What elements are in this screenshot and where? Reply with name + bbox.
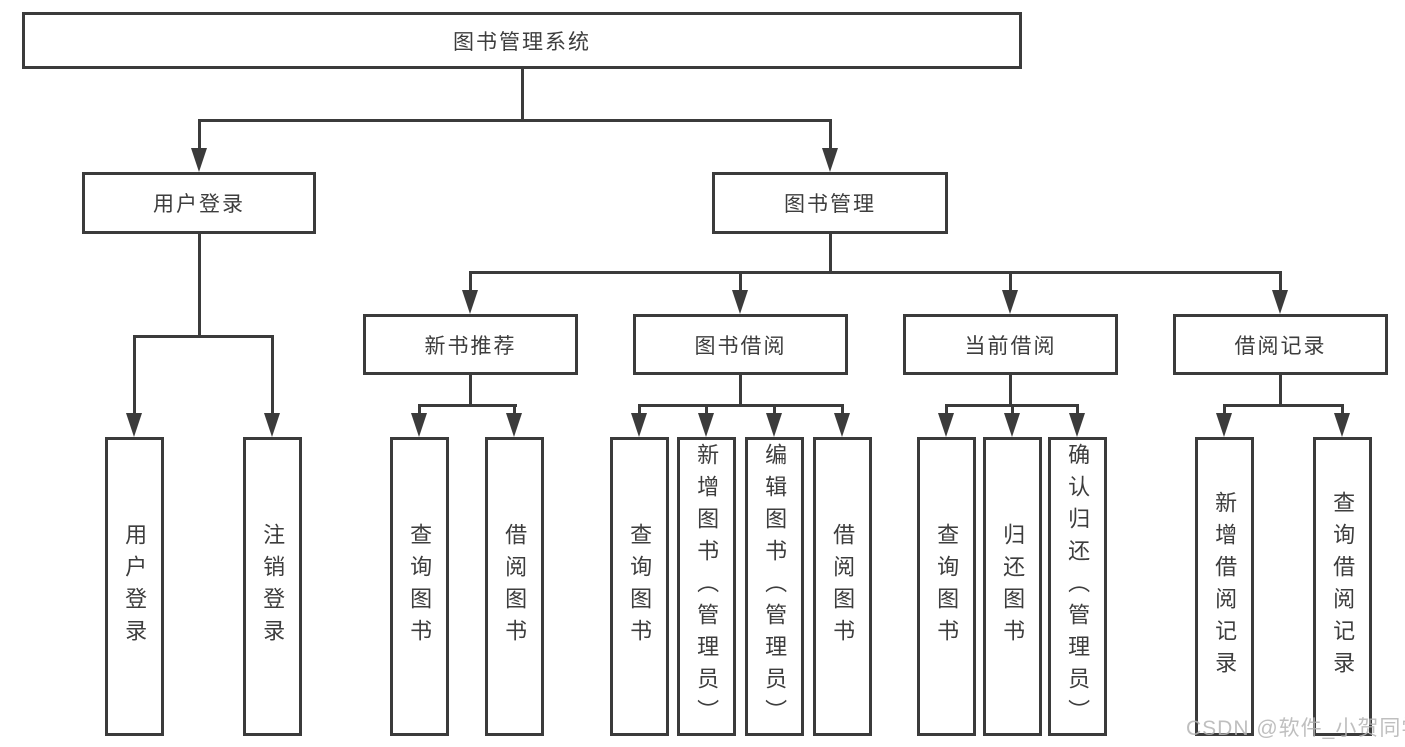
leaf-confirm-return-admin: 确认归还（管理员） — [1048, 437, 1107, 736]
leaf-user-login: 用户登录 — [105, 437, 164, 736]
node-label: 用户登录 — [122, 522, 148, 651]
connector-modules-rail — [469, 271, 1282, 274]
node-label: 新增图书（管理员） — [694, 442, 720, 731]
connector-book-management-stem — [829, 234, 832, 273]
arrow-down-icon — [822, 148, 838, 172]
node-borrowing-records: 借阅记录 — [1173, 314, 1388, 375]
connector-stem-leaf — [945, 404, 948, 415]
connector-stem-borrowing-records — [1279, 271, 1282, 292]
connector-stem-leaf — [513, 404, 516, 415]
leaf-logout: 注销登录 — [243, 437, 302, 736]
connector-root-branch-rail — [198, 119, 832, 122]
connector-records-stem — [1279, 375, 1282, 406]
connector-stem-current-borrowing — [1009, 271, 1012, 292]
connector-current-stem — [1009, 375, 1012, 406]
arrow-down-icon — [506, 413, 522, 437]
connector-stem-leaf — [1223, 404, 1226, 415]
arrow-down-icon — [1272, 290, 1288, 314]
arrow-down-icon — [264, 413, 280, 437]
connector-stem-leaf — [773, 404, 776, 415]
csdn-watermark: CSDN @软件_小贺同学 — [1186, 717, 1405, 740]
arrow-down-icon — [1216, 413, 1232, 437]
leaf-borrow-books-recommend: 借阅图书 — [485, 437, 544, 736]
connector-stem-book-borrowing — [739, 271, 742, 292]
arrow-down-icon — [1069, 413, 1085, 437]
leaf-edit-books-admin: 编辑图书（管理员） — [745, 437, 804, 736]
connector-stem-leaf — [418, 404, 421, 415]
leaf-query-borrow-record: 查询借阅记录 — [1313, 437, 1372, 736]
connector-stem-leaf-logout — [271, 335, 274, 415]
connector-stem-leaf — [1076, 404, 1079, 415]
connector-recommend-rail — [418, 404, 517, 407]
leaf-query-books-borrowing: 查询图书 — [610, 437, 669, 736]
connector-stem-user-login — [198, 119, 201, 150]
node-label: 新书推荐 — [424, 334, 517, 358]
connector-borrowing-rail — [638, 404, 844, 407]
connector-stem-leaf — [1341, 404, 1344, 415]
connector-stem-leaf — [841, 404, 844, 415]
node-label: 借阅记录 — [1234, 334, 1327, 358]
leaf-query-books-current: 查询图书 — [917, 437, 976, 736]
leaf-query-books-recommend: 查询图书 — [390, 437, 449, 736]
node-label: 当前借阅 — [964, 334, 1057, 358]
arrow-down-icon — [462, 290, 478, 314]
leaf-borrow-books-borrowing: 借阅图书 — [813, 437, 872, 736]
node-new-book-recommendation: 新书推荐 — [363, 314, 578, 375]
arrow-down-icon — [631, 413, 647, 437]
arrow-down-icon — [126, 413, 142, 437]
node-label: 图书管理系统 — [453, 30, 591, 54]
connector-stem-book-management — [829, 119, 832, 150]
arrow-down-icon — [1002, 290, 1018, 314]
arrow-down-icon — [191, 148, 207, 172]
node-label: 查询图书 — [407, 522, 433, 651]
connector-user-login-rail — [133, 335, 274, 338]
node-current-borrowing: 当前借阅 — [903, 314, 1118, 375]
arrow-down-icon — [1004, 413, 1020, 437]
connector-user-login-stem — [198, 234, 201, 337]
leaf-add-borrow-record: 新增借阅记录 — [1195, 437, 1254, 736]
arrow-down-icon — [1334, 413, 1350, 437]
node-label: 借阅图书 — [502, 522, 528, 651]
connector-borrowing-stem — [739, 375, 742, 406]
node-label: 注销登录 — [260, 522, 286, 651]
node-label: 用户登录 — [153, 193, 245, 216]
node-label: 查询借阅记录 — [1330, 490, 1356, 683]
node-label: 归还图书 — [1000, 522, 1026, 651]
arrow-down-icon — [732, 290, 748, 314]
connector-stem-leaf — [1011, 404, 1014, 415]
node-label: 图书管理 — [784, 193, 876, 216]
leaf-add-books-admin: 新增图书（管理员） — [677, 437, 736, 736]
node-label: 确认归还（管理员） — [1065, 442, 1091, 731]
connector-stem-new-book-recommendation — [469, 271, 472, 292]
arrow-down-icon — [834, 413, 850, 437]
node-library-management-system: 图书管理系统 — [22, 12, 1022, 69]
node-book-borrowing: 图书借阅 — [633, 314, 848, 375]
node-label: 新增借阅记录 — [1212, 490, 1238, 683]
connector-stem-leaf — [638, 404, 641, 415]
arrow-down-icon — [938, 413, 954, 437]
node-book-management-branch: 图书管理 — [712, 172, 948, 234]
node-label: 图书借阅 — [694, 334, 787, 358]
connector-root-stem — [521, 68, 524, 121]
node-label: 查询图书 — [627, 522, 653, 651]
arrow-down-icon — [411, 413, 427, 437]
arrow-down-icon — [698, 413, 714, 437]
arrow-down-icon — [766, 413, 782, 437]
node-label: 编辑图书（管理员） — [762, 442, 788, 731]
node-label: 借阅图书 — [830, 522, 856, 651]
leaf-return-books: 归还图书 — [983, 437, 1042, 736]
node-user-login-branch: 用户登录 — [82, 172, 316, 234]
connector-recommend-stem — [469, 375, 472, 406]
connector-stem-leaf-user-login — [133, 335, 136, 415]
connector-records-rail — [1223, 404, 1344, 407]
node-label: 查询图书 — [934, 522, 960, 651]
connector-stem-leaf — [705, 404, 708, 415]
